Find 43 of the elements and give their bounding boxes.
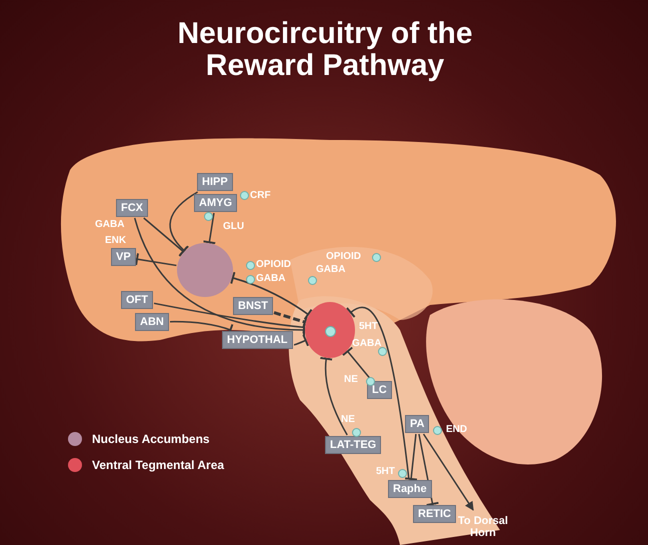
legend-label: Nucleus Accumbens [92,432,210,446]
transmitter-label: 5HT [376,466,395,477]
title: Neurocircuitry of the Reward Pathway [176,18,474,82]
transmitter-label: NE [341,414,355,425]
region-label: BNST [233,297,273,315]
region-label: AMYG [194,194,237,212]
region-label: FCX [116,199,148,217]
pathway-line [143,217,188,258]
pathway-line [294,334,310,347]
transmitter-label: OPIOID [256,259,292,270]
pathway-line [134,218,306,337]
transmitter-label: OPIOID [326,251,362,262]
pathway-line [342,346,372,380]
legend-label: Ventral Tegmental Area [92,458,224,472]
region-label: OFT [121,291,153,309]
transmitter-label: 5HT [359,321,378,332]
pathway-line [230,271,309,315]
transmitter-label: GABA [256,273,286,284]
transmitter-label: NE [344,374,358,385]
pathway-line [169,191,198,256]
region-label: ABN [135,313,169,331]
transmitter-label: CRF [250,190,271,201]
pathway-line [319,357,348,436]
transmitter-label: GABA [95,219,124,230]
transmitter-label: ENK [105,235,126,246]
transmitter-label: GABA [352,338,382,349]
pathway-line [422,434,474,511]
pathway-line [202,212,216,244]
region-label: HIPP [197,173,233,191]
dashed-pathway-line [274,311,308,329]
region-label: LC [367,381,392,399]
pathway-line [346,306,410,480]
pathway-line [135,252,176,266]
pathway-line [404,434,418,481]
pathway-line [154,302,306,334]
region-label: VP [111,248,136,266]
transmitter-label: GABA [316,264,346,275]
transmitter-label: GLU [223,221,244,232]
region-label: HYPOTHAL [222,331,292,349]
region-label: RETIC [413,505,456,523]
region-label: PA [405,415,430,433]
region-label: LAT-TEG [325,436,382,454]
region-label: Raphe [388,480,432,498]
